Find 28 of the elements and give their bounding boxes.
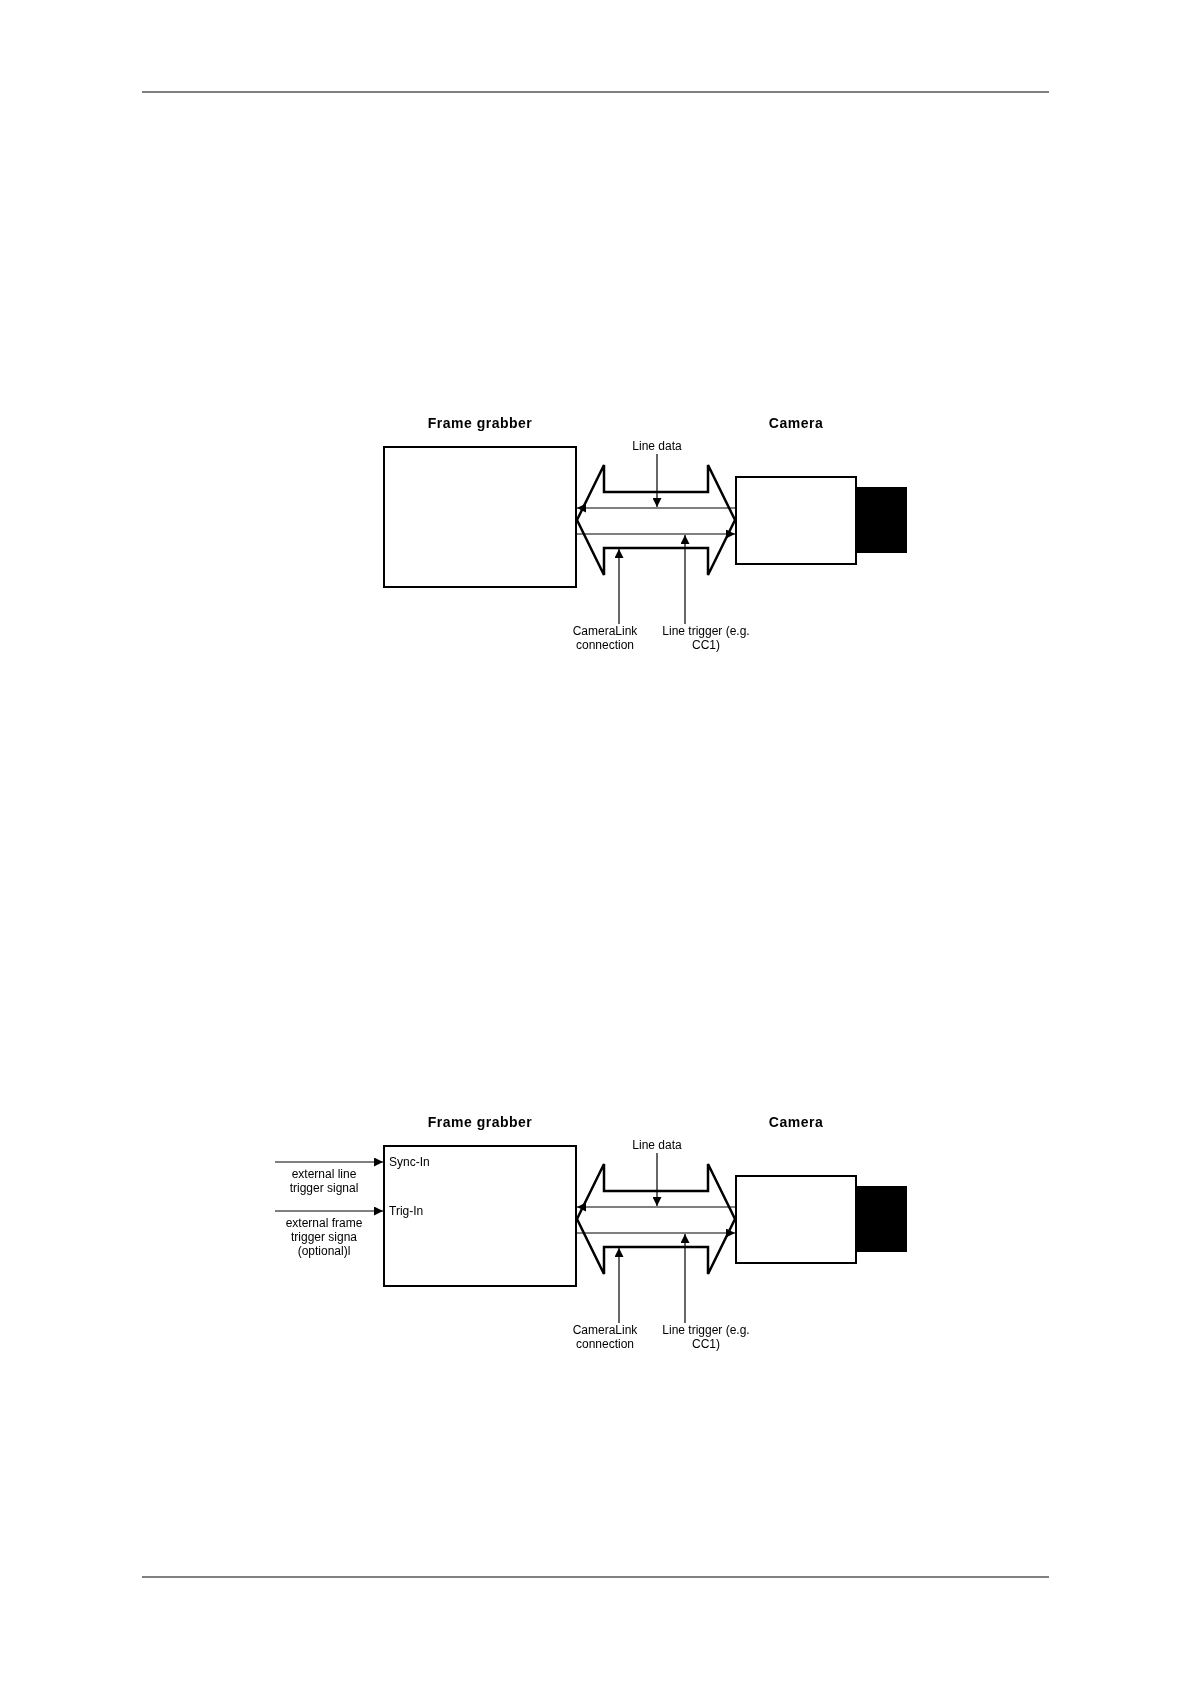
- heading: Frame grabber: [426, 1113, 534, 1131]
- arrow: [576, 503, 736, 513]
- heading: Frame grabber: [426, 414, 534, 432]
- leader-line: [652, 1152, 662, 1207]
- arrow: [274, 1157, 384, 1167]
- arrow: [576, 529, 736, 539]
- callout-text: Line data: [631, 439, 683, 453]
- callout-text: Line trigger (e.g. CC1): [661, 1323, 751, 1351]
- leader-line: [680, 534, 690, 625]
- arrow: [576, 1202, 736, 1212]
- callout-text: Line data: [631, 1138, 683, 1152]
- port-label: Trig-In: [389, 1203, 424, 1218]
- heading: Camera: [767, 414, 825, 432]
- arrow: [576, 1228, 736, 1238]
- callout-text: CameraLink connection: [571, 1323, 639, 1351]
- leader-line: [652, 453, 662, 508]
- double-arrow: [575, 1162, 737, 1276]
- arrow: [274, 1206, 384, 1216]
- port-label: Sync-In: [389, 1154, 430, 1169]
- leader-line: [680, 1233, 690, 1324]
- callout-text: CameraLink connection: [571, 624, 639, 652]
- edge-label: external frame trigger signa (optional)l: [284, 1216, 364, 1258]
- leader-line: [614, 548, 624, 625]
- edge-label: external line trigger signal: [288, 1167, 360, 1195]
- heading: Camera: [767, 1113, 825, 1131]
- double-arrow: [575, 463, 737, 577]
- callout-text: Line trigger (e.g. CC1): [661, 624, 751, 652]
- leader-line: [614, 1247, 624, 1324]
